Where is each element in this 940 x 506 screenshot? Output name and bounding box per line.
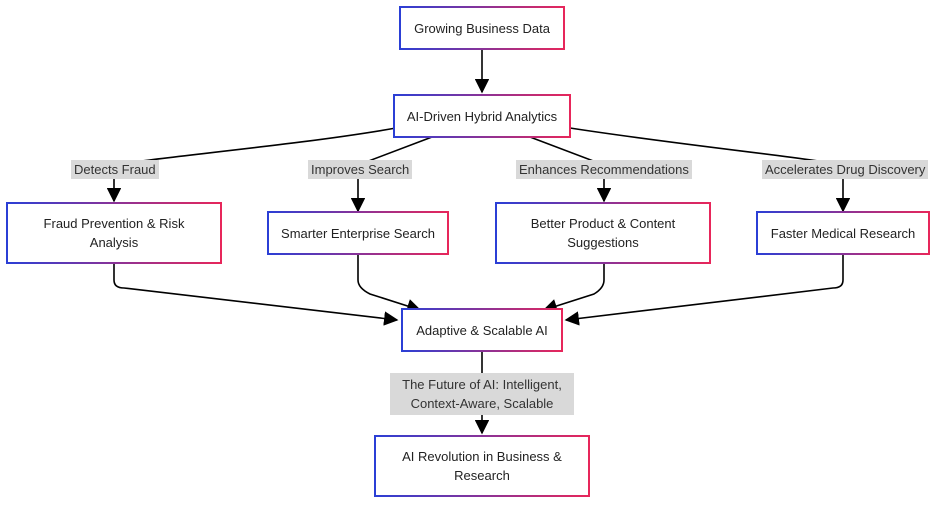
node-label: Faster Medical Research bbox=[770, 225, 916, 241]
edge-medical-to-adaptive bbox=[564, 255, 844, 326]
edge-recommend-to-adaptive bbox=[542, 264, 605, 313]
node-faster-medical-research: Faster Medical Research bbox=[756, 211, 930, 255]
edge-label-improves-search: Improves Search bbox=[308, 160, 413, 179]
node-growing-business-data: Growing Business Data bbox=[399, 6, 565, 50]
node-ai-revolution: AI Revolution in Business & Research bbox=[374, 435, 590, 497]
edge-label-future-of-ai: The Future of AI: Intelligent, Context-A… bbox=[390, 373, 574, 415]
edge-fraud-to-adaptive bbox=[113, 264, 399, 326]
edge-label-accelerates-drug-discovery: Accelerates Drug Discovery bbox=[762, 160, 929, 179]
node-label: Smarter Enterprise Search bbox=[281, 225, 435, 241]
node-adaptive-scalable-ai: Adaptive & Scalable AI bbox=[401, 308, 563, 352]
node-better-suggestions: Better Product & Content Suggestions bbox=[495, 202, 711, 264]
edge-label-detects-fraud: Detects Fraud bbox=[71, 160, 159, 179]
node-ai-driven-hybrid-analytics: AI-Driven Hybrid Analytics bbox=[393, 94, 571, 138]
node-label: AI-Driven Hybrid Analytics bbox=[406, 108, 558, 124]
node-label: Adaptive & Scalable AI bbox=[416, 322, 548, 338]
node-label: Better Product & Content Suggestions bbox=[530, 216, 676, 250]
node-smarter-enterprise-search: Smarter Enterprise Search bbox=[267, 211, 449, 255]
edge-label-enhances-recommendations: Enhances Recommendations bbox=[516, 160, 692, 179]
node-label: Fraud Prevention & Risk Analysis bbox=[43, 216, 185, 250]
edge-search-to-adaptive bbox=[357, 255, 422, 313]
node-label: Growing Business Data bbox=[414, 20, 550, 36]
node-label: AI Revolution in Business & Research bbox=[402, 449, 562, 483]
node-fraud-prevention: Fraud Prevention & Risk Analysis bbox=[6, 202, 222, 264]
